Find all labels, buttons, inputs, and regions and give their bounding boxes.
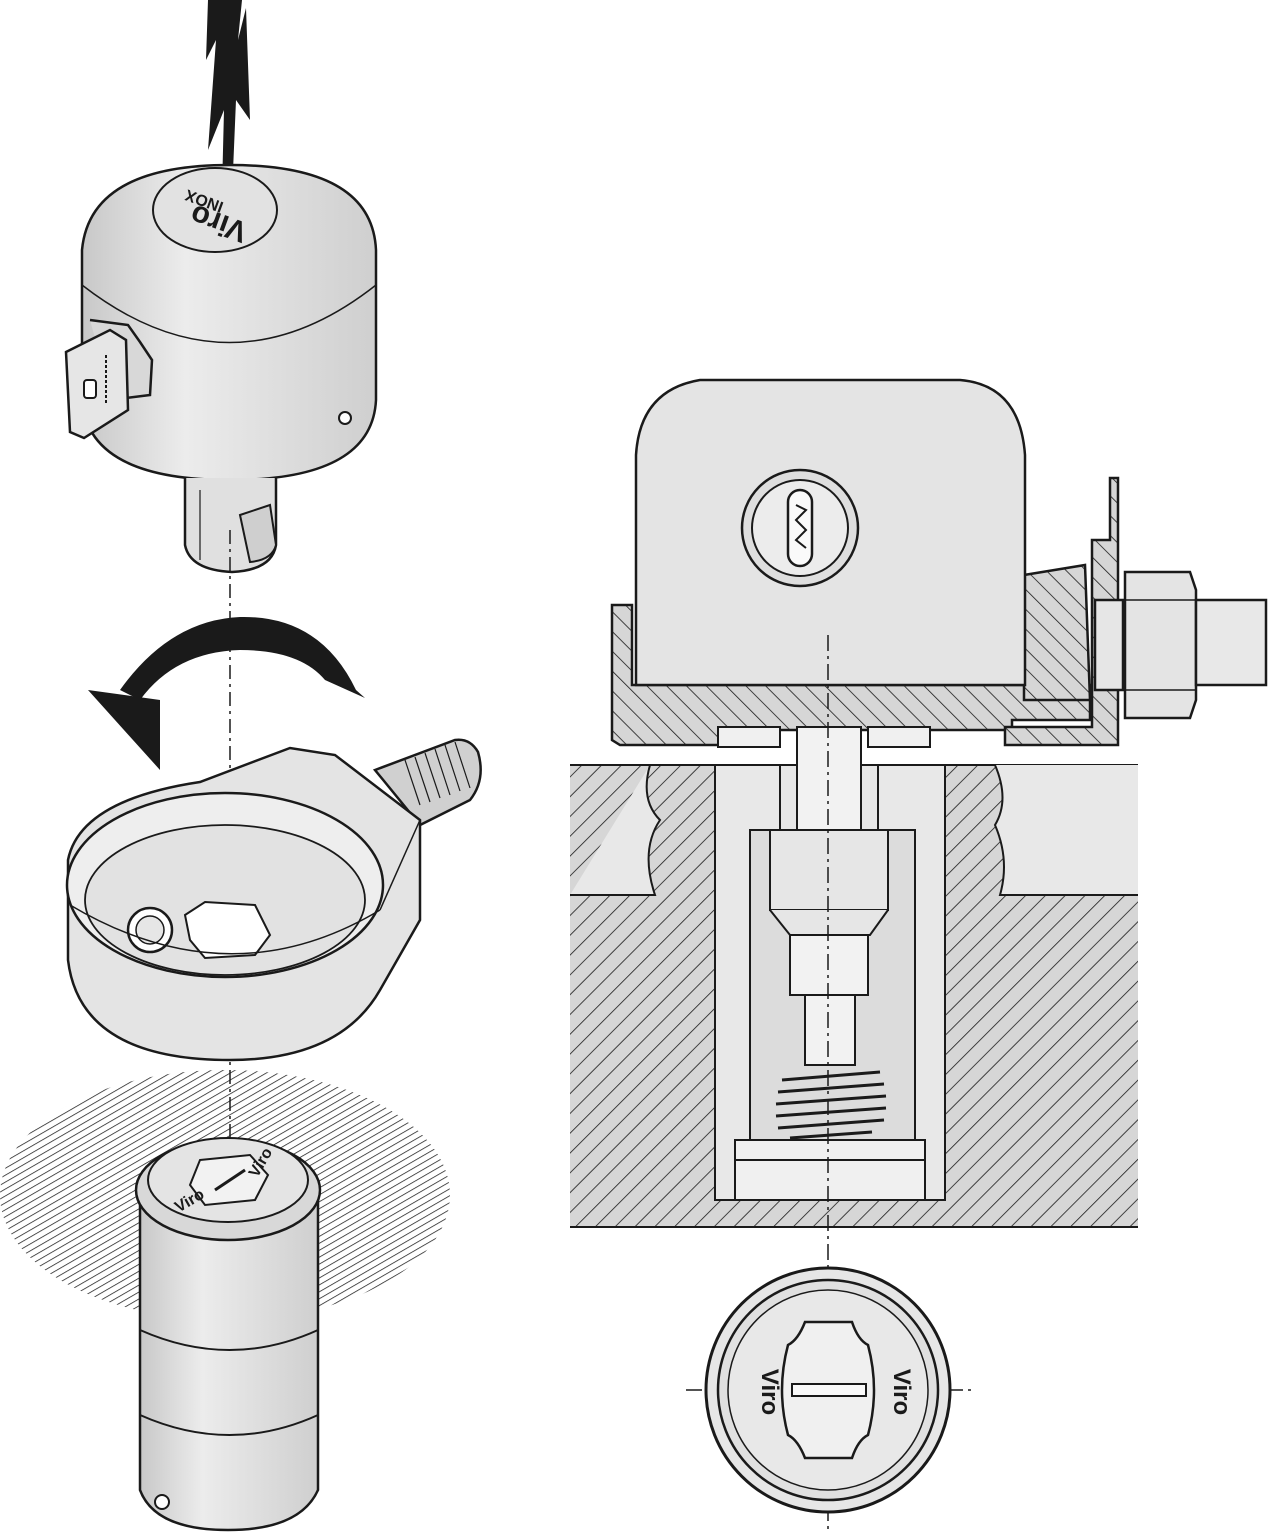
rotate-arrow-icon	[88, 616, 365, 770]
spring	[775, 1070, 887, 1140]
keyhole-icon	[786, 488, 814, 568]
lock-cap	[80, 163, 378, 574]
cylinder-insert	[134, 1137, 322, 1532]
lock-housing	[634, 378, 1027, 687]
bracket-section	[610, 563, 1092, 747]
insert-end-view	[686, 1266, 972, 1514]
mounting-base-ring	[65, 738, 482, 1062]
end-view-brand-label-left: Viro	[756, 1369, 783, 1415]
spindle	[717, 726, 931, 831]
wall-plate	[1003, 476, 1268, 747]
key-icon	[64, 318, 154, 440]
internal-mechanism	[734, 829, 926, 1201]
end-view-brand-label-right: Viro	[888, 1369, 915, 1415]
press-down-arrow-icon	[206, 0, 250, 195]
